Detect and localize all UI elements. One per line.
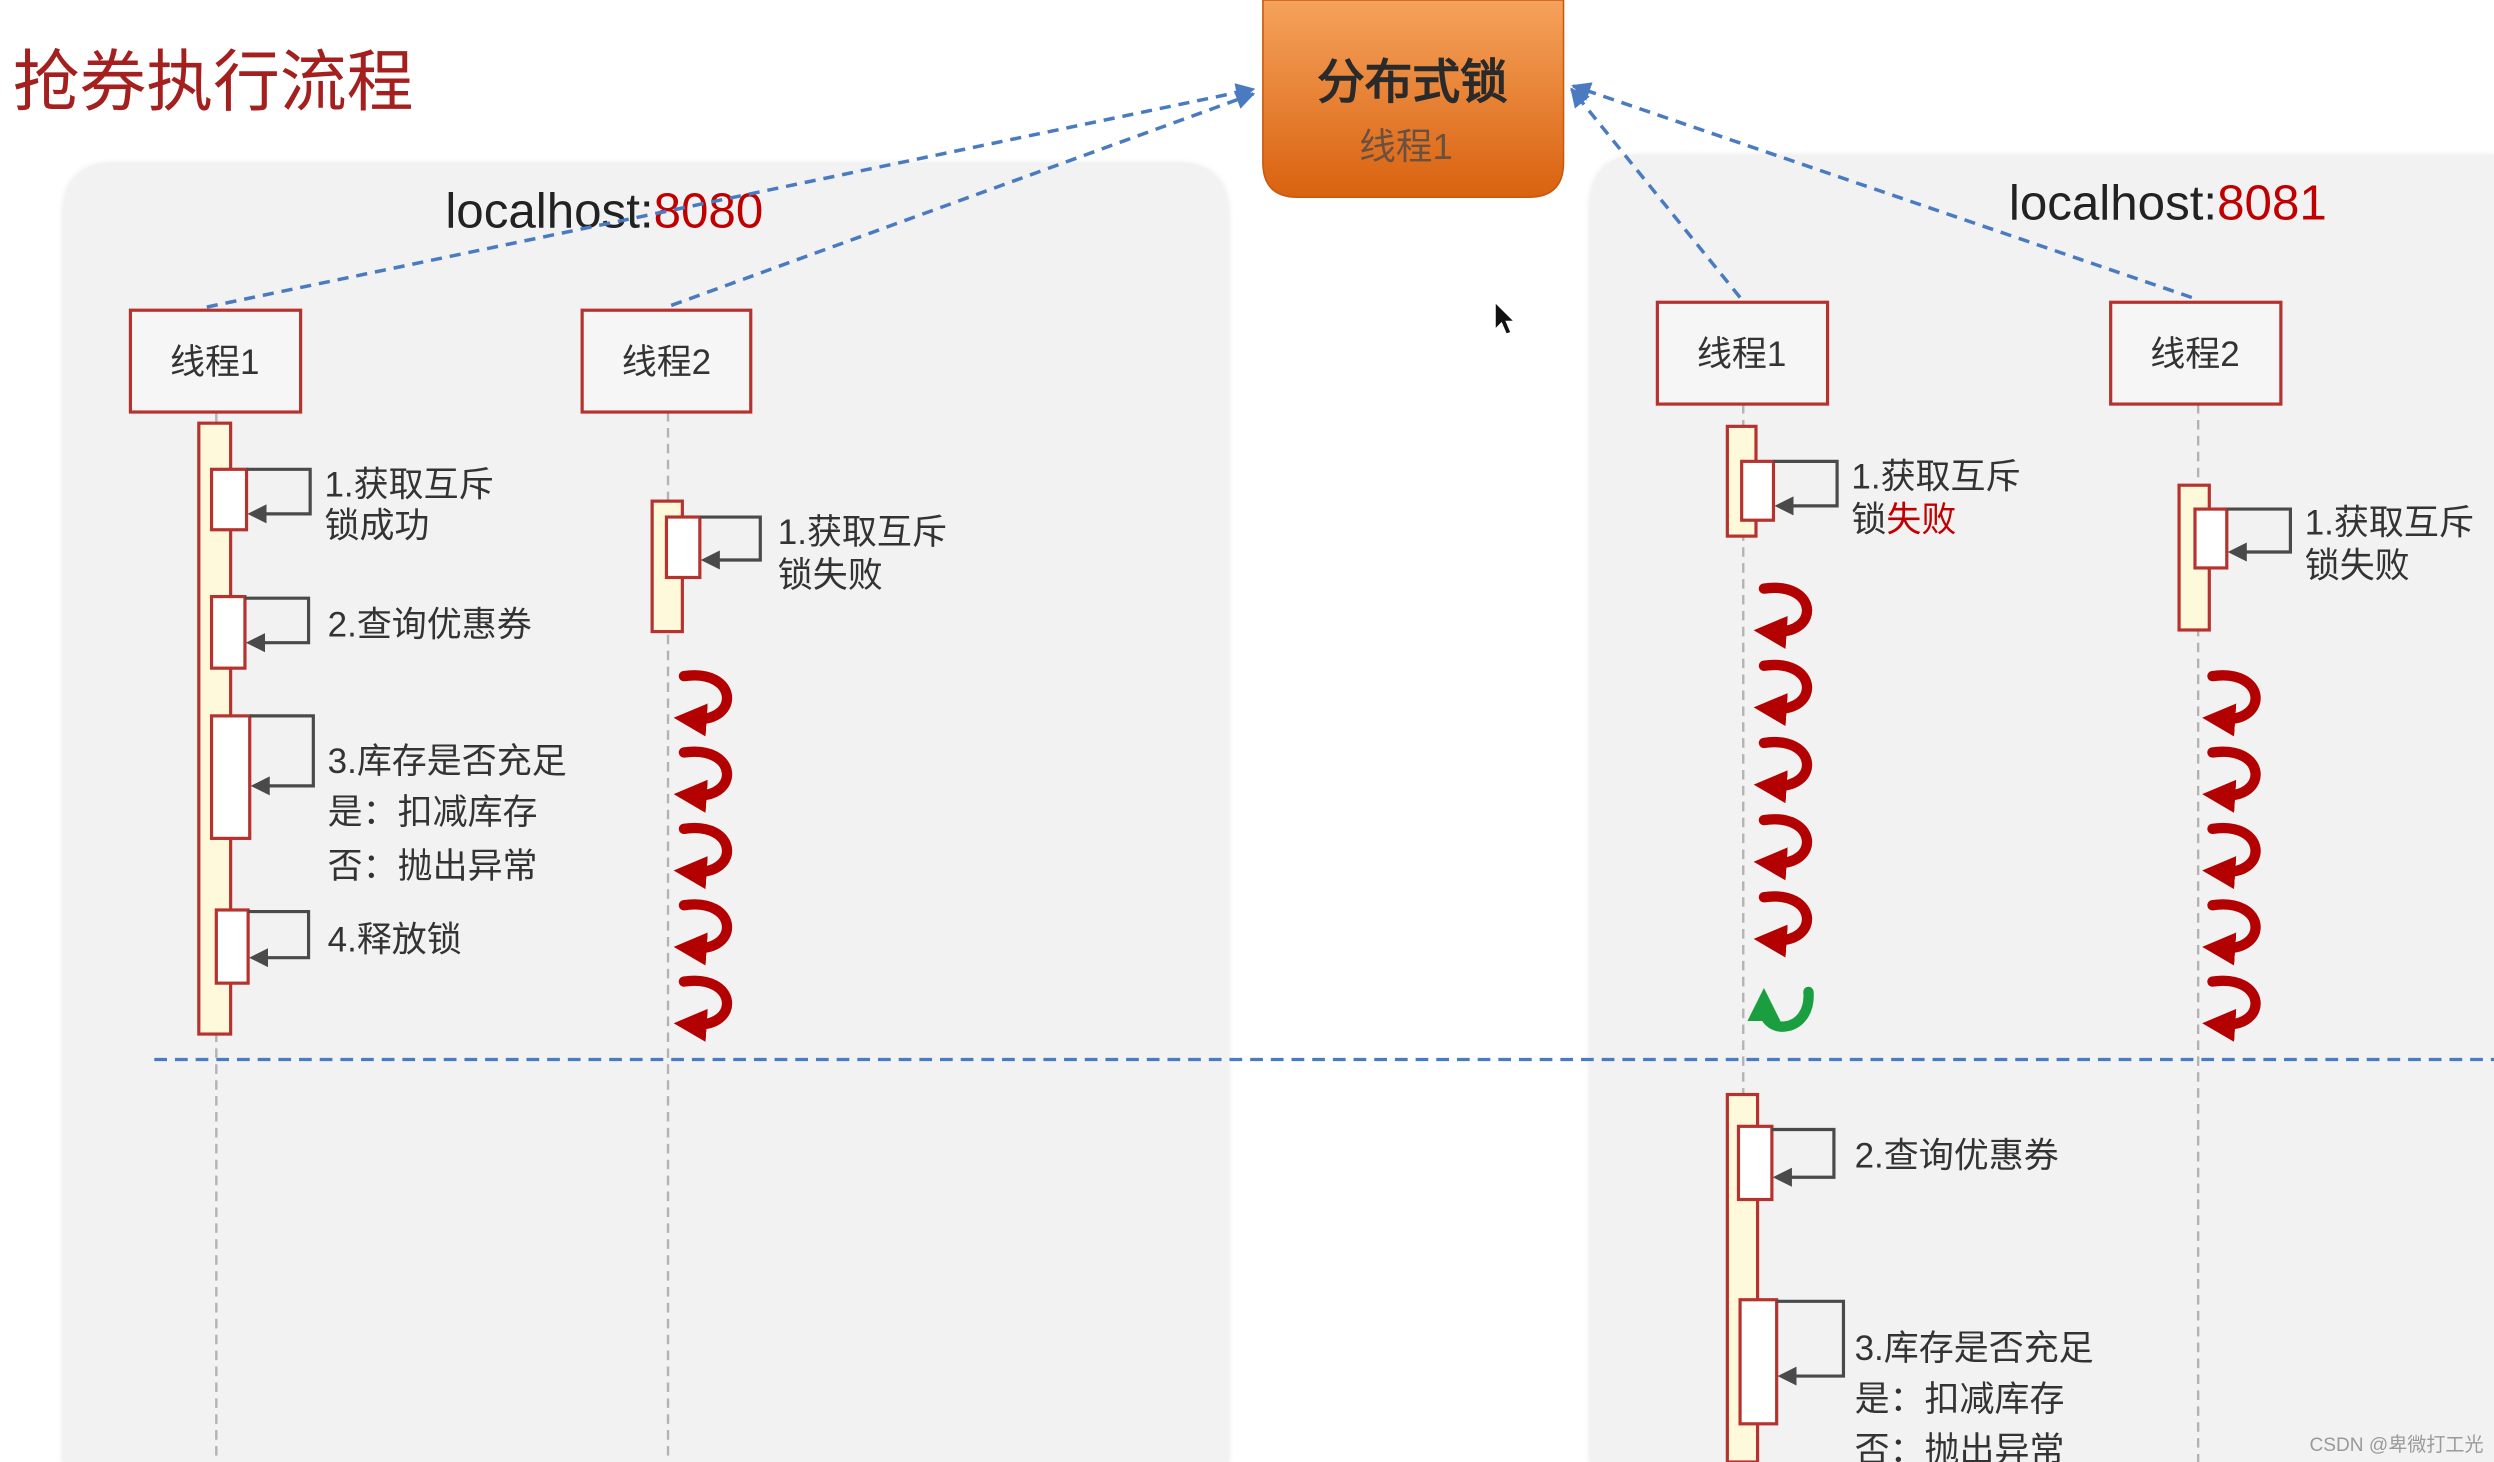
mouse-cursor-icon xyxy=(1494,300,1516,335)
curved-retry-arrow-icon xyxy=(2202,975,2261,1042)
self-call-arrow xyxy=(246,467,312,524)
curved-retry-arrow-icon xyxy=(2202,746,2261,813)
thread-label: 线程2 xyxy=(2150,335,2239,374)
thread-box xyxy=(128,308,303,414)
step-text: 2.查询优惠券 xyxy=(1855,1137,2059,1176)
curved-retry-arrow-icon xyxy=(673,899,733,966)
step-text: 3.库存是否充足 xyxy=(1855,1329,2094,1368)
self-call-arrow xyxy=(1773,459,1839,516)
curved-retry-arrow-icon xyxy=(673,975,733,1042)
server-panel-8080 xyxy=(63,162,1228,1462)
curved-retry-arrow-icon xyxy=(2202,899,2261,966)
self-call-arrow xyxy=(244,596,311,653)
lock-request-arrow-8080-thread2 xyxy=(670,90,1256,308)
step-text: 3.库存是否充足 xyxy=(328,742,567,781)
curved-retry-arrow-icon xyxy=(1753,736,1813,804)
step-text: 1.获取互斥 xyxy=(324,465,493,504)
lane-8081-thread2: 线程2 1.获取互斥 锁失败 xyxy=(2109,300,2474,1462)
curved-retry-arrow-icon xyxy=(2202,822,2261,890)
server-host-label-8080: localhost:8080 xyxy=(445,183,763,238)
thread-label: 线程1 xyxy=(1697,335,1786,374)
curved-retry-arrow-icon xyxy=(2202,670,2261,737)
self-call-arrow xyxy=(2226,507,2292,562)
activation-box xyxy=(1738,1298,1779,1426)
self-call-arrow xyxy=(699,515,762,570)
step-text: 否：抛出异常 xyxy=(1855,1431,2065,1462)
activation-box xyxy=(214,908,250,985)
lock-request-arrow-8080-thread1 xyxy=(206,83,1256,309)
lane-8080-thread1: 线程1 1.获取互斥 锁成功 2.查询优惠券 3.库存是否充足 是：扣减库存 否… xyxy=(128,308,567,1462)
step-text: 1.获取互斥 xyxy=(2305,504,2474,543)
step-text: 2.查询优惠券 xyxy=(328,605,532,644)
thread-label: 线程2 xyxy=(622,343,711,382)
curved-retry-arrow-icon xyxy=(673,822,733,890)
server-host-label-8081: localhost:8081 xyxy=(2009,176,2327,231)
server-panel-8081 xyxy=(1590,154,2494,1462)
step-text: 1.获取互斥 xyxy=(778,513,947,552)
activation-box xyxy=(664,515,702,580)
step-text: 否：抛出异常 xyxy=(328,847,538,886)
self-call-arrow xyxy=(1771,1127,1836,1187)
lane-8080-thread2: 线程2 1.获取互斥 锁失败 xyxy=(580,308,947,1462)
lock-holder-label: 线程1 xyxy=(1359,126,1452,167)
step-text: 1.获取互斥 xyxy=(1851,457,2020,496)
curved-retry-arrow-icon xyxy=(1753,582,1813,649)
activation-box xyxy=(209,714,252,840)
step-text: 锁成功 xyxy=(324,507,429,546)
step-text: 锁失败 xyxy=(778,556,883,595)
thread-box xyxy=(2109,300,2283,406)
thread-label: 线程1 xyxy=(170,343,259,382)
lock-label: 分布式锁 xyxy=(1317,57,1508,110)
curved-success-arrow-icon xyxy=(1747,986,1814,1032)
activation-box xyxy=(1736,1124,1774,1202)
failure-highlight: 失败 xyxy=(1886,500,1956,539)
activation-box xyxy=(209,467,249,532)
step-text: 是：扣减库存 xyxy=(328,793,538,832)
lock-request-arrow-8081-thread1 xyxy=(1570,87,1742,299)
step-text: 是：扣减库存 xyxy=(1855,1380,2065,1419)
distributed-lock-box: 分布式锁 线程1 xyxy=(1262,0,1565,199)
step-text: 锁失败 xyxy=(2305,546,2410,585)
self-call-arrow xyxy=(1776,1299,1846,1386)
page-title: 抢券执行流程 xyxy=(13,46,414,120)
lock-request-arrow-8081-thread2 xyxy=(1571,82,2193,300)
curved-retry-arrow-icon xyxy=(1753,659,1813,727)
self-call-arrow xyxy=(249,714,315,796)
curved-retry-arrow-icon xyxy=(673,670,733,737)
step-text: 4.释放锁 xyxy=(328,920,462,959)
self-call-arrow xyxy=(248,909,311,968)
activation-box xyxy=(2193,507,2229,570)
curved-retry-arrow-icon xyxy=(1753,814,1813,881)
thread-box xyxy=(1655,300,1830,406)
retry-arrows xyxy=(673,582,2261,1042)
watermark: CSDN @卑微打工光 xyxy=(2309,1434,2483,1456)
activation-box xyxy=(1740,459,1776,522)
lane-8081-thread1: 线程1 1.获取互斥 锁失败 2.查询优惠券 3.库存是否充足 是：扣减库存 否… xyxy=(1655,300,2094,1462)
step-text: 锁失败 xyxy=(1851,500,1956,539)
thread-box xyxy=(580,308,753,414)
curved-retry-arrow-icon xyxy=(1753,891,1813,958)
curved-retry-arrow-icon xyxy=(673,746,733,813)
activation-box xyxy=(209,594,247,670)
